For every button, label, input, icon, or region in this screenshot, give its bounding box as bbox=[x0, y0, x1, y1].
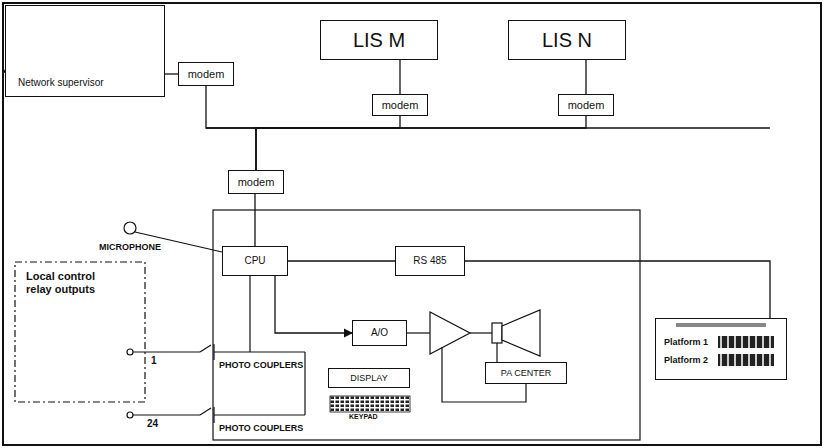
connector bbox=[585, 60, 586, 94]
interface-box: RS 485 bbox=[395, 246, 465, 276]
node-text: Network supervisor bbox=[18, 77, 104, 89]
connector bbox=[465, 261, 770, 318]
node-text: modem bbox=[238, 176, 275, 189]
node-text: Local control relay outputs bbox=[26, 270, 102, 295]
converter-box: A/O bbox=[352, 320, 407, 346]
platform-display-board: Platform 1 Platform 2 bbox=[655, 318, 787, 380]
pa-center-box: PA CENTER bbox=[485, 362, 567, 384]
microphone-symbol bbox=[124, 222, 136, 234]
board-row: Platform 2 bbox=[664, 354, 774, 366]
connector bbox=[275, 276, 352, 333]
component-label: PHOTO COUPLERS bbox=[218, 424, 304, 434]
node-text: RS 485 bbox=[413, 255, 446, 267]
component-label: KEYPAD bbox=[348, 413, 379, 421]
node-text: A/O bbox=[371, 327, 388, 339]
node-text: CPU bbox=[244, 255, 265, 267]
board-header-strip bbox=[676, 323, 766, 327]
display-box: DISPLAY bbox=[328, 368, 410, 388]
node-text: DISPLAY bbox=[350, 373, 387, 383]
node-text: PA CENTER bbox=[501, 368, 551, 378]
relay-wiring bbox=[127, 276, 305, 423]
microphone-label: MICROPHONE bbox=[98, 243, 162, 253]
platform-label: Platform 1 bbox=[664, 337, 712, 347]
supervisor-box: Network supervisor bbox=[5, 5, 165, 97]
modem-box: modem bbox=[228, 170, 284, 194]
terminal-number: 1 bbox=[150, 355, 158, 366]
node-text: LIS M bbox=[353, 29, 405, 52]
node-text: modem bbox=[188, 68, 225, 81]
connector bbox=[206, 86, 256, 170]
cpu-box: CPU bbox=[222, 246, 288, 276]
terminal-number: 24 bbox=[146, 418, 159, 429]
node-text: modem bbox=[382, 99, 419, 112]
platform-label: Platform 2 bbox=[664, 355, 712, 365]
connector bbox=[256, 116, 586, 170]
main-unit-housing bbox=[213, 210, 640, 440]
audio-chain bbox=[407, 310, 540, 402]
keypad-symbol bbox=[330, 396, 410, 412]
outer-frame bbox=[3, 3, 821, 445]
node-text: LIS N bbox=[542, 29, 592, 52]
led-display bbox=[718, 354, 774, 366]
connector bbox=[256, 116, 400, 170]
local-control-outline bbox=[15, 262, 145, 402]
connector bbox=[254, 194, 255, 246]
lis-box: LIS M bbox=[320, 20, 438, 60]
board-row: Platform 1 bbox=[664, 336, 774, 348]
led-display bbox=[718, 336, 774, 348]
connector bbox=[288, 260, 395, 261]
modem-box: modem bbox=[372, 94, 428, 116]
component-label: PHOTO COUPLERS bbox=[218, 361, 304, 371]
connector bbox=[399, 60, 400, 94]
modem-box: modem bbox=[178, 62, 234, 86]
modem-box: modem bbox=[558, 94, 614, 116]
connector bbox=[165, 73, 178, 74]
relay-group-label: Local control relay outputs bbox=[20, 266, 120, 336]
lis-box: LIS N bbox=[508, 20, 626, 60]
node-text: modem bbox=[568, 99, 605, 112]
